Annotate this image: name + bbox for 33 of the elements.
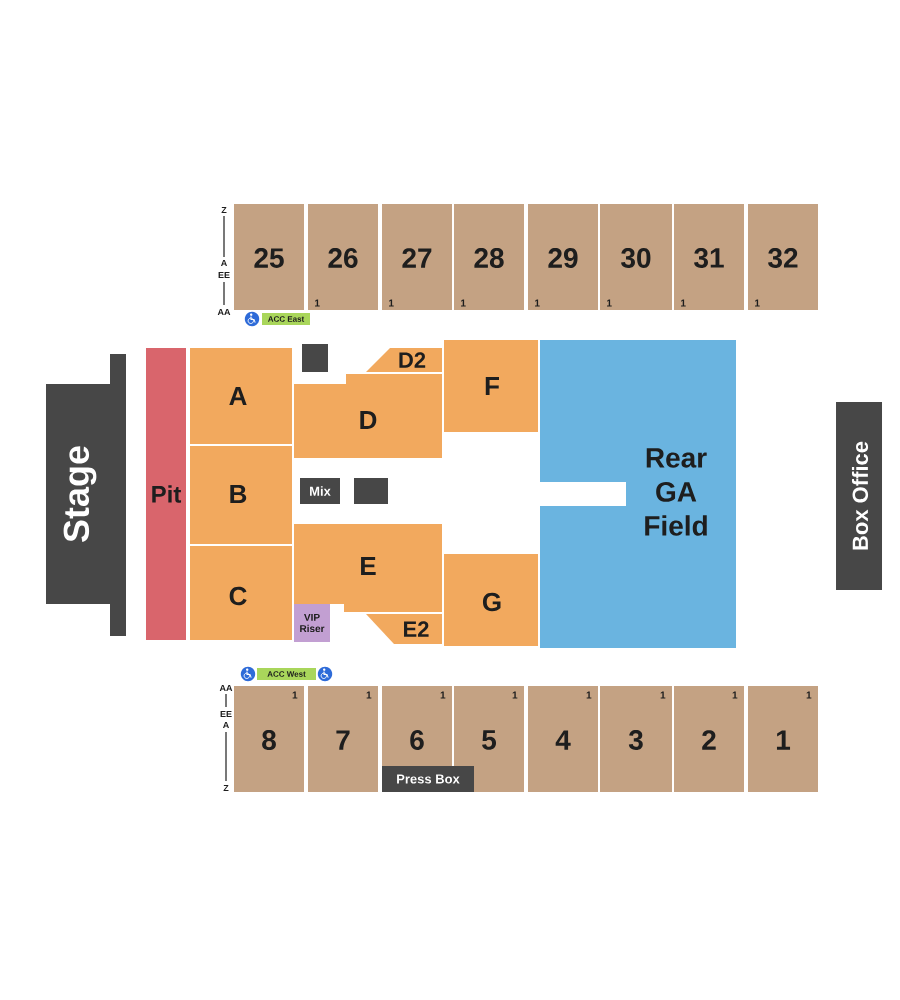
node-label: 29 [548, 248, 578, 268]
box-office: Box Office [836, 402, 882, 590]
floor-section: F [444, 340, 538, 432]
node-label: 27 [402, 248, 432, 268]
node-label: 4 [555, 730, 571, 750]
floor-section: E2 [366, 614, 442, 644]
floor-section: A [190, 348, 292, 444]
node-label: F [485, 377, 499, 395]
node-label: G [482, 592, 501, 612]
node-label: 30 [621, 248, 651, 268]
node-label: 5 [482, 730, 497, 750]
general-admission-area: Rear GA Field [540, 340, 736, 648]
node-label: C [229, 586, 247, 606]
seating-section: 25 [234, 204, 304, 310]
pit-area: Pit [146, 348, 186, 640]
floor-section: B [190, 446, 292, 544]
block [302, 344, 328, 372]
block [354, 478, 388, 504]
node-label: E2 [404, 621, 429, 637]
floor-section: C [190, 546, 292, 640]
node-label: 31 [694, 248, 724, 268]
node-label: D [360, 411, 377, 429]
floor-section: G [444, 554, 538, 646]
stage: Stage [46, 354, 126, 636]
node-label: 3 [628, 730, 643, 750]
node-label: E [361, 557, 376, 575]
node-label: 6 [410, 730, 424, 750]
node-label: 28 [474, 248, 504, 268]
node-label: 2 [702, 730, 716, 750]
node-label: B [230, 485, 247, 503]
node-label: D2 [399, 352, 426, 368]
floor-section: D2 [366, 348, 442, 372]
node-label: A [229, 387, 247, 405]
